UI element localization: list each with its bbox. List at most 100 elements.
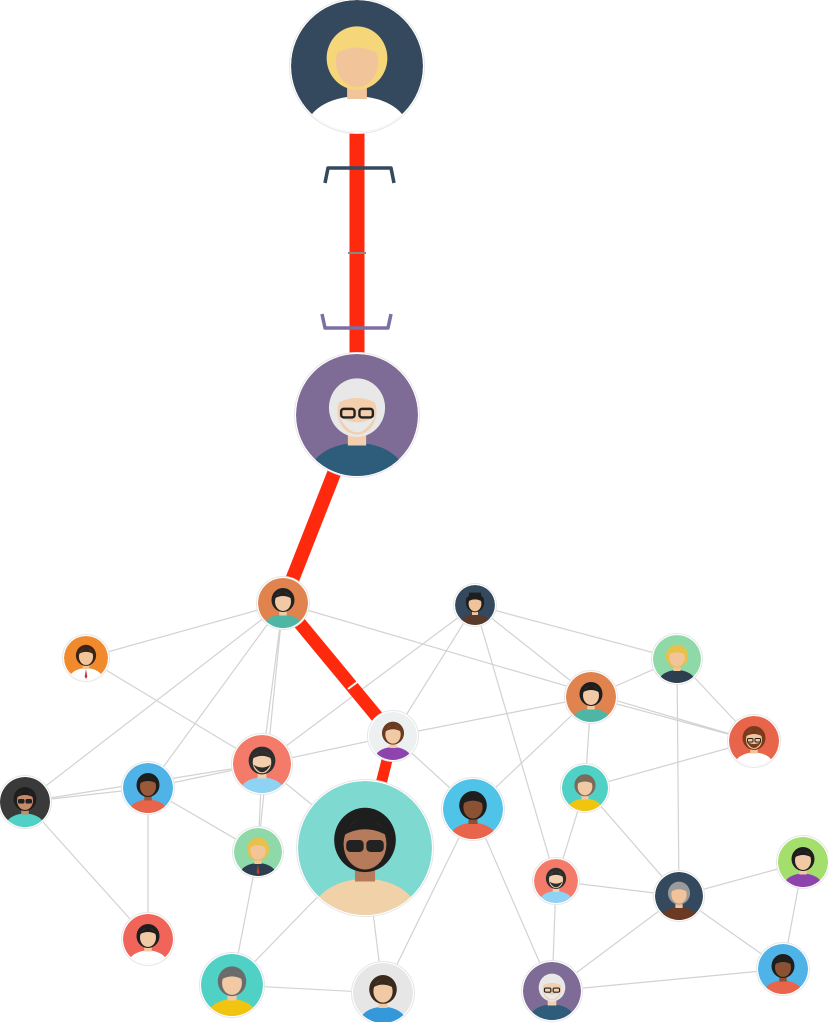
dark-skinned-man-avatar[interactable] [121,761,175,826]
beard-icon [543,991,561,1000]
woman-ponytail-comb-avatar[interactable] [121,912,175,977]
avatar-face [577,777,593,796]
avatar-face [385,725,401,744]
avatar-shirt [449,822,497,839]
avatar-shirt [763,980,803,994]
avatar-hair-fringe [78,648,94,655]
grey-haired-bearded-man-glasses-avatar[interactable] [294,352,420,507]
glasses-icon [543,987,552,993]
bald-bearded-man-avatar[interactable] [532,857,580,915]
edge-n5-n17 [676,658,680,897]
glasses-icon [346,839,364,853]
woman-orange-shirt-avatar[interactable] [560,763,610,823]
man-blue-shirt-avatar[interactable] [351,961,415,1022]
highlighted-path-segment-n2-n7 [277,598,399,741]
avatar-shirt [567,798,603,811]
edge-n6-n8 [590,696,755,742]
edge-n3-n5 [474,604,678,660]
grey-haired-bearded-man-glasses-avatar[interactable] [521,960,583,1022]
edge-n10-n19 [24,801,149,940]
tie-icon [84,669,88,679]
bearded-man-glasses-avatar[interactable] [727,714,781,779]
avatar-shirt [239,863,277,876]
edge-n14-n21 [382,808,474,994]
avatar-face [78,648,94,666]
glasses-icon [18,799,25,804]
avatar-face [140,928,156,947]
avatar-hair-fringe [221,971,243,980]
avatar-hair-fringe [668,648,686,655]
avatar-hair-fringe [139,927,157,935]
edge-n14-n22 [472,808,553,992]
man-white-shirt-tie-avatar[interactable] [62,634,110,692]
avatar-shirt [734,752,774,766]
path-brackets [320,166,396,330]
avatar-face [463,795,483,819]
woman-grey-hair-avatar[interactable] [199,952,265,1022]
glasses-lens-icon [25,799,32,804]
avatar-face [775,958,791,977]
avatar-hair-fringe [342,817,388,836]
avatar-shirt [68,668,104,680]
dark-skinned-man-orange-shirt-avatar[interactable] [441,777,505,855]
bearded-man-avatar[interactable] [231,733,293,808]
avatar-face [669,648,685,667]
avatar-shirt [312,878,418,915]
avatar-shirt [571,708,611,722]
hat-icon [469,592,481,599]
avatar-hair-fringe [384,725,402,732]
beard-icon [338,416,376,433]
avatar-shirt [359,1006,407,1022]
avatar-face [17,791,33,810]
avatar-shirt [5,813,45,827]
avatar-face [335,36,379,88]
afro-man-sunglasses-avatar[interactable] [296,779,434,949]
path-break-mark [347,679,361,690]
glasses-lens-icon [552,987,561,993]
blond-man-tie-avatar[interactable] [232,826,284,889]
avatar-hair-fringe [334,36,380,55]
dark-skinned-man-avatar[interactable] [756,942,810,1007]
avatar-hair-fringe [745,729,763,737]
edge-n2-n15 [257,602,284,853]
avatar-hair-fringe [794,850,812,858]
blonde-woman-tattoo-avatar[interactable] [289,0,425,165]
avatar-face [222,971,242,995]
glasses-icon [747,738,754,743]
avatar-shirt [374,747,412,760]
avatar-face [468,596,482,612]
avatar-hair-fringe [336,387,378,405]
woman-bob-hair-avatar[interactable] [256,576,310,641]
edge-n2-n8 [282,602,755,742]
avatar-shirt [660,907,698,920]
avatar-hair-fringe [139,776,157,784]
avatar-face [583,686,599,705]
avatar-hair-fringe [274,591,292,599]
man-bowler-hat-avatar[interactable] [453,583,497,635]
avatar-hair-fringe [577,777,593,784]
top-bracket [323,166,396,184]
avatar-face [343,818,387,870]
woman-long-brown-hair-avatar[interactable] [367,710,419,773]
avatar-shirt [538,891,574,903]
avatar-hair-fringe [582,685,600,693]
avatar-hair-fringe [462,795,484,804]
avatar-shirt [783,873,823,887]
avatar-shirt [128,950,168,964]
grey-haired-man-suit-avatar[interactable] [653,870,705,933]
curly-hair-sunglasses-avatar[interactable] [0,775,52,840]
avatar-hair-fringe [252,750,272,759]
avatar-shirt [239,777,285,793]
woman-black-hair-avatar[interactable] [776,835,828,900]
avatar-shirt [529,1004,575,1020]
avatar-face [795,851,811,870]
woman-short-dark-hair-avatar[interactable] [564,670,618,735]
beard-icon [549,881,563,888]
avatar-shirt [128,799,168,813]
edge-n6-n7 [392,696,592,737]
edge-n4-n9 [85,657,263,765]
blond-man-suit-avatar[interactable] [651,633,703,696]
avatar-hair-fringe [16,790,34,798]
